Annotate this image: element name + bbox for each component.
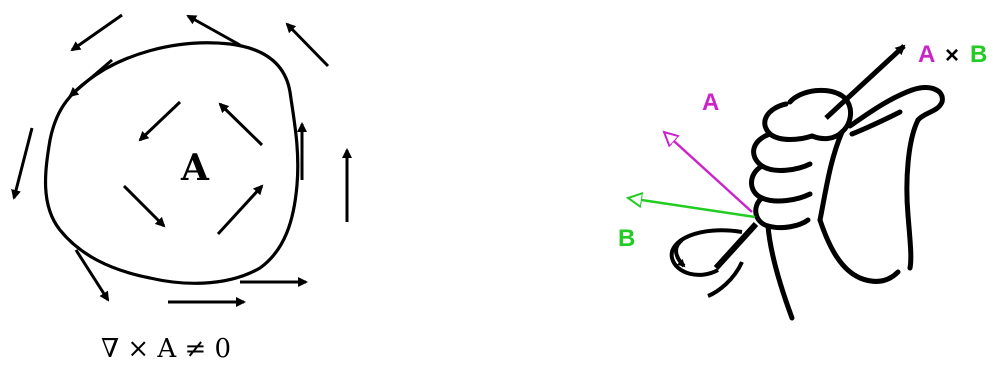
cross-product-label: A × B [918, 41, 987, 69]
vector-b-label: B [618, 225, 635, 252]
curl-field-diagram: A ∇ × A ≠ 0 [11, 13, 352, 364]
field-arrow [11, 127, 34, 200]
field-arrow [138, 100, 182, 142]
cross-product-operator: × [945, 42, 959, 69]
field-arrow [285, 22, 330, 68]
hand-outline [749, 85, 945, 321]
right-hand-rule-diagram: A B A × B [618, 41, 987, 321]
vector-b-arrow [628, 198, 756, 219]
field-arrow [68, 58, 113, 98]
vector-a-label: A [702, 89, 719, 116]
cross-product-b: B [970, 41, 987, 68]
curl-equation: ∇ × A ≠ 0 [101, 334, 231, 364]
field-arrow [216, 184, 264, 236]
field-arrow [186, 14, 241, 47]
field-label: A [180, 147, 210, 189]
rotation-loop [669, 221, 759, 298]
outer-field-arrows [11, 13, 352, 307]
cross-product-arrow [824, 44, 906, 120]
cross-product-a: A [918, 41, 935, 68]
field-arrow [74, 249, 110, 302]
inner-field-arrows [122, 100, 264, 236]
field-arrow [70, 13, 123, 52]
field-arrow [122, 184, 166, 228]
closed-loop-region [44, 41, 300, 285]
field-arrow [218, 102, 264, 147]
vector-a-arrow [664, 132, 753, 213]
